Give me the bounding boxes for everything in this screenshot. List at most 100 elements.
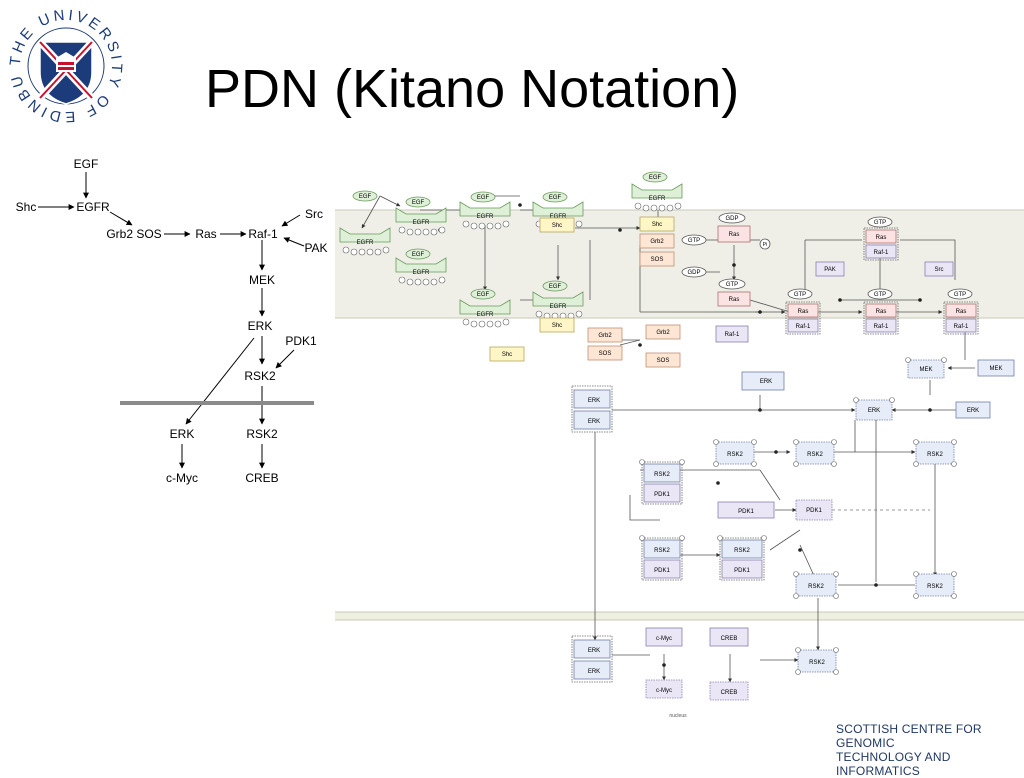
svg-text:RSK2: RSK2 [654, 548, 670, 554]
node-erk-nucleus: ERK [170, 427, 195, 441]
svg-text:Shc: Shc [552, 323, 562, 329]
svg-text:PDK1: PDK1 [654, 492, 670, 498]
svg-text:Ras: Ras [798, 309, 809, 315]
svg-text:EGF: EGF [549, 195, 562, 201]
node-egfr: EGFR [76, 200, 110, 214]
svg-text:EGF: EGF [412, 252, 425, 258]
membrane-bar [120, 401, 314, 405]
svg-text:RSK2: RSK2 [809, 660, 825, 666]
svg-text:EGFR: EGFR [357, 240, 374, 246]
nucleus-nodes: ERK ERK c-Myc c-Myc CREB CREB RSK2 nucle… [571, 627, 837, 719]
egf-ligands: EGF EGF EGF EGF EGF EGF EGF EGF [352, 171, 668, 300]
node-mek: MEK [249, 273, 275, 287]
svg-text:EGFR: EGFR [477, 312, 494, 318]
svg-text:Raf-1: Raf-1 [796, 324, 811, 330]
svg-text:Src: Src [935, 267, 944, 273]
svg-text:Shc: Shc [652, 222, 662, 228]
svg-text:MEK: MEK [919, 367, 932, 373]
svg-text:ERK: ERK [588, 398, 600, 404]
svg-text:ERK: ERK [588, 419, 600, 425]
svg-text:Ras: Ras [876, 309, 887, 315]
modification-sites [639, 357, 957, 675]
slide-title: PDN (Kitano Notation) [205, 59, 740, 119]
svg-text:EGF: EGF [549, 284, 562, 290]
node-pdk1: PDK1 [285, 334, 317, 348]
node-src: Src [305, 207, 323, 221]
ras-cycle: GDP Ras GTP GDP GTP Ras Pi Raf-1 [681, 212, 771, 343]
svg-text:GDP: GDP [725, 216, 738, 222]
nucleus-label: nucleus [669, 713, 687, 719]
svg-text:ERK: ERK [760, 379, 772, 385]
svg-text:EGF: EGF [359, 194, 372, 200]
svg-text:Raf-1: Raf-1 [874, 250, 889, 256]
erk-nodes: ERK ERK ERK ERK ERK [571, 371, 991, 433]
svg-text:EGF: EGF [477, 195, 490, 201]
svg-text:Shc: Shc [552, 223, 562, 229]
svg-text:ERK: ERK [967, 408, 979, 414]
svg-text:GTP: GTP [874, 292, 886, 298]
ras-raf-complexes: GTP Ras Raf-1 PAK Src GTP Ras Raf-1 GTP … [785, 216, 979, 335]
node-cmyc: c-Myc [166, 471, 198, 485]
svg-text:EGFR: EGFR [649, 196, 666, 202]
adaptor-proteins: Shc Shc Shc Shc Grb2 SOS Grb2 SOS Grb2 S… [489, 216, 681, 368]
svg-text:PDK1: PDK1 [734, 568, 750, 574]
svg-text:Grb2: Grb2 [650, 239, 664, 245]
node-egf: EGF [74, 157, 99, 171]
svg-text:Ras: Ras [876, 235, 887, 241]
footer-line-2: TECHNOLOGY AND INFORMATICS [836, 750, 951, 778]
svg-text:GTP: GTP [954, 292, 966, 298]
svg-text:GTP: GTP [688, 238, 700, 244]
kitano-edges [361, 195, 975, 683]
node-grb2-sos: Grb2 SOS [106, 227, 161, 241]
svg-text:ERK: ERK [588, 669, 600, 675]
svg-text:SOS: SOS [651, 257, 664, 263]
svg-text:ERK: ERK [868, 408, 880, 414]
node-rsk2: RSK2 [244, 369, 276, 383]
svg-text:EGF: EGF [649, 175, 662, 181]
svg-text:PDK1: PDK1 [806, 508, 822, 514]
svg-text:Shc: Shc [502, 352, 512, 358]
node-pak: PAK [304, 241, 327, 255]
svg-text:Ras: Ras [956, 309, 967, 315]
svg-text:RSK2: RSK2 [808, 584, 824, 590]
node-shc: Shc [16, 200, 37, 214]
simple-pathway-diagram: EGF Shc EGFR Grb2 SOS Ras Raf-1 Src PAK … [16, 157, 328, 485]
footer-line-1: SCOTTISH CENTRE FOR GENOMIC [836, 722, 982, 750]
svg-text:GTP: GTP [794, 292, 806, 298]
node-rsk2-nucleus: RSK2 [246, 427, 278, 441]
simple-pathway-edges [38, 172, 305, 469]
svg-text:EGFR: EGFR [550, 304, 567, 310]
svg-text:PDK1: PDK1 [654, 568, 670, 574]
node-ras: Ras [195, 227, 216, 241]
svg-text:GDP: GDP [687, 270, 700, 276]
node-erk: ERK [248, 319, 273, 333]
svg-text:SOS: SOS [657, 358, 670, 364]
svg-text:ERK: ERK [588, 648, 600, 654]
svg-text:RSK2: RSK2 [927, 452, 943, 458]
svg-text:PAK: PAK [824, 267, 836, 273]
svg-text:Ras: Ras [729, 297, 740, 303]
egfr-receptors: EGFR EGFR EGFR EGFR EGFR EGFR [339, 183, 683, 328]
svg-text:Raf-1: Raf-1 [874, 324, 889, 330]
nuclear-membrane [335, 612, 1024, 620]
svg-text:CREB: CREB [721, 636, 738, 642]
mek-nodes: MEK MEK [907, 359, 1015, 379]
svg-text:RSK2: RSK2 [727, 452, 743, 458]
university-logo: THE UNIVERSITY OF EDINBURGH [0, 0, 128, 128]
footer: SCOTTISH CENTRE FOR GENOMIC TECHNOLOGY A… [836, 722, 1024, 778]
svg-text:EGF: EGF [477, 292, 490, 298]
svg-text:EGFR: EGFR [550, 214, 567, 220]
svg-text:CREB: CREB [721, 690, 738, 696]
svg-text:RSK2: RSK2 [807, 452, 823, 458]
svg-text:Pi: Pi [763, 242, 767, 248]
svg-text:PDK1: PDK1 [738, 509, 754, 515]
svg-text:Raf-1: Raf-1 [954, 324, 969, 330]
svg-text:EGFR: EGFR [477, 214, 494, 220]
node-raf1: Raf-1 [248, 227, 278, 241]
svg-text:Grb2: Grb2 [656, 330, 670, 336]
svg-text:GTP: GTP [874, 220, 886, 226]
svg-text:Ras: Ras [729, 232, 740, 238]
svg-text:MEK: MEK [989, 366, 1002, 372]
svg-text:c-Myc: c-Myc [656, 688, 672, 694]
svg-text:RSK2: RSK2 [927, 584, 943, 590]
